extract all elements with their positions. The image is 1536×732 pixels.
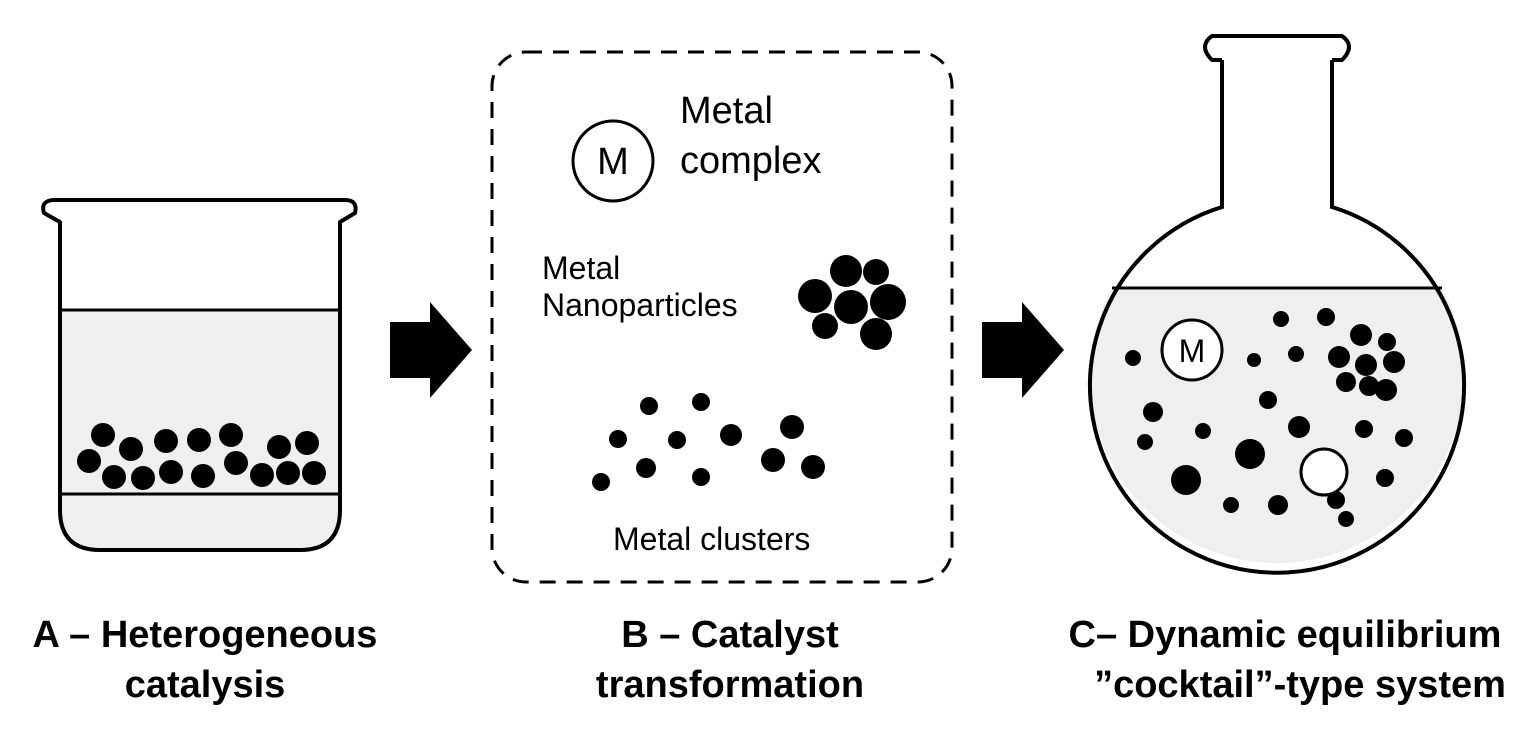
flask-metal-complex-symbol: M: [1179, 333, 1206, 369]
nanoparticle-aggregate: [798, 255, 906, 350]
nanoparticle: [830, 255, 862, 287]
beaker-particle: [219, 423, 243, 447]
flask-particle: [1171, 465, 1201, 495]
caption-c-line2: ”cocktail”-type system: [1094, 664, 1506, 706]
caption-c-line1: C– Dynamic equilibrium: [1068, 614, 1502, 656]
flask-particle: [1125, 350, 1141, 366]
metal-cluster-dot: [720, 424, 742, 446]
beaker-particle: [191, 464, 215, 488]
metal-cluster-dot: [761, 448, 785, 472]
beaker-outline: [41, 198, 358, 552]
beaker-particle: [302, 461, 326, 485]
beaker-particle: [267, 435, 291, 459]
beaker-particle: [250, 463, 274, 487]
flask-particle: [1375, 379, 1397, 401]
flask-particle: [1288, 346, 1304, 362]
round-bottom-flask-icon: M: [1088, 34, 1466, 575]
nanoparticle: [812, 313, 838, 339]
flask-particle: [1376, 469, 1394, 487]
nanoparticle: [834, 290, 868, 324]
caption-a-line2: catalysis: [124, 664, 286, 706]
nanoparticle: [863, 259, 889, 285]
metal-cluster-dot: [609, 430, 627, 448]
beaker-icon: [41, 198, 358, 552]
flask-particle: [1359, 376, 1379, 396]
caption-b-line1: B – Catalyst: [621, 614, 839, 656]
nanoparticle: [798, 279, 832, 313]
metal-cluster-dot: [592, 473, 610, 491]
metal-complex-symbol: M: [597, 141, 629, 183]
metal-clusters-dots: [592, 393, 825, 491]
flask-particle: [1383, 351, 1405, 373]
nanoparticles-label-line1: Metal: [542, 250, 621, 286]
nanoparticles-label-line2: Nanoparticles: [542, 287, 738, 323]
metal-complex-icon: M: [571, 119, 655, 203]
flask-particle: [1268, 495, 1288, 515]
flask-particle: [1336, 372, 1356, 392]
caption-a-line1: A – Heterogeneous: [32, 614, 378, 656]
beaker-particle: [91, 423, 115, 447]
metal-cluster-dot: [780, 415, 804, 439]
flask-particle: [1355, 420, 1373, 438]
arrow-right-icon: [982, 302, 1064, 398]
nanoparticles-label: Metal Nanoparticles: [542, 250, 738, 324]
flask-particle: [1137, 434, 1153, 450]
flask-particle: [1273, 311, 1289, 327]
flask-particle: [1327, 491, 1345, 509]
metal-cluster-dot: [636, 458, 656, 478]
nanoparticle: [870, 284, 906, 320]
metal-complex-label-line2: complex: [680, 140, 822, 182]
caption-heterogeneous-catalysis: A – Heterogeneous catalysis: [10, 610, 400, 710]
metal-cluster-dot: [692, 468, 710, 486]
beaker-particle: [131, 466, 155, 490]
beaker-particle: [154, 429, 178, 453]
beaker-particle: [77, 449, 101, 473]
flask-particle: [1328, 346, 1350, 368]
flask-particle: [1195, 423, 1211, 439]
flask-particle: [1223, 497, 1239, 513]
beaker-particle: [187, 428, 211, 452]
flask-particle: [1288, 416, 1310, 438]
caption-dynamic-equilibrium: C– Dynamic equilibrium ”cocktail”-type s…: [1040, 610, 1530, 710]
flask-outline: [1088, 60, 1466, 575]
flask-rim: [1203, 34, 1351, 62]
caption-b-line2: transformation: [595, 664, 865, 706]
flask-particle: [1378, 333, 1396, 351]
caption-catalyst-transformation: B – Catalyst transformation: [520, 610, 940, 710]
beaker-particle: [159, 460, 183, 484]
flask-particle: [1338, 511, 1354, 527]
metal-cluster-dot: [801, 455, 825, 479]
flask-particle: [1247, 353, 1261, 367]
flask-metal-complex-circle: [1160, 318, 1224, 382]
flask-particles: [1125, 308, 1413, 527]
metal-complex-label: Metal complex: [680, 86, 822, 186]
beaker-particles: [77, 423, 326, 490]
beaker-particle: [224, 451, 248, 475]
nanoparticle: [860, 318, 892, 350]
metal-complex-label-line1: Metal: [680, 90, 773, 132]
beaker-particle: [119, 437, 143, 461]
flask-particle: [1395, 429, 1413, 447]
flask-particle: [1317, 308, 1335, 326]
beaker-particle: [102, 465, 126, 489]
metal-cluster-dot: [640, 397, 658, 415]
arrow-right-icon: [390, 302, 472, 398]
flask-particle: [1143, 402, 1163, 422]
metal-cluster-dot: [692, 393, 710, 411]
metal-clusters-label: Metal clusters: [613, 521, 811, 557]
beaker-particle: [276, 461, 300, 485]
flask-particle: [1350, 324, 1372, 346]
beaker-particle: [295, 431, 319, 455]
flask-particle: [1355, 354, 1377, 376]
transformation-box: [490, 50, 954, 584]
flask-particle: [1259, 391, 1277, 409]
metal-cluster-dot: [668, 431, 686, 449]
flask-empty-circle: [1299, 447, 1349, 497]
flask-particle: [1235, 439, 1265, 469]
